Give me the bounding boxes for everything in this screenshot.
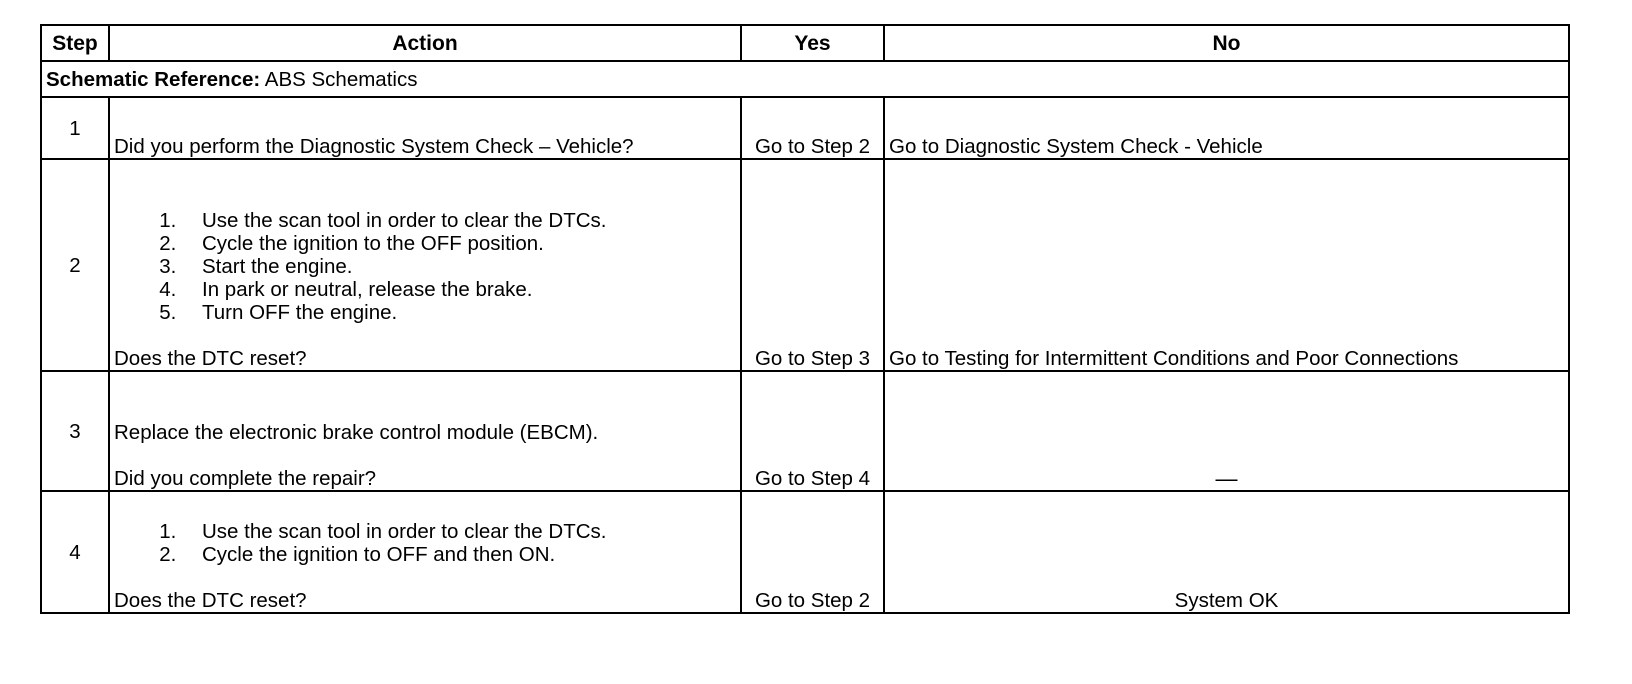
- action-step-list: Use the scan tool in order to clear the …: [114, 520, 736, 566]
- list-item: Use the scan tool in order to clear the …: [182, 209, 736, 232]
- step-number: 1: [40, 96, 110, 160]
- no-cell: Go to Testing for Intermittent Condition…: [883, 158, 1570, 372]
- action-question: Did you perform the Diagnostic System Ch…: [114, 135, 634, 158]
- list-item: Cycle the ignition to the OFF position.: [182, 232, 736, 255]
- header-yes: Yes: [740, 24, 885, 62]
- list-item: Start the engine.: [182, 255, 736, 278]
- yes-cell: Go to Step 2: [740, 490, 885, 614]
- action-step-list: Use the scan tool in order to clear the …: [114, 209, 736, 324]
- schematic-reference-label: Schematic Reference:: [46, 67, 261, 91]
- action-instruction: Replace the electronic brake control mod…: [114, 421, 599, 444]
- yes-cell: Go to Step 4: [740, 370, 885, 492]
- table-row: 2 Use the scan tool in order to clear th…: [40, 158, 1570, 372]
- schematic-reference-cell: Schematic Reference: ABS Schematics: [40, 60, 1570, 98]
- step-number: 2: [40, 158, 110, 372]
- list-item: Turn OFF the engine.: [182, 301, 736, 324]
- no-cell: Go to Diagnostic System Check - Vehicle: [883, 96, 1570, 160]
- action-cell: Use the scan tool in order to clear the …: [108, 490, 742, 614]
- action-cell: Use the scan tool in order to clear the …: [108, 158, 742, 372]
- header-action: Action: [108, 24, 742, 62]
- yes-cell: Go to Step 3: [740, 158, 885, 372]
- header-step: Step: [40, 24, 110, 62]
- step-number: 4: [40, 490, 110, 614]
- table-row: 1 Did you perform the Diagnostic System …: [40, 96, 1570, 160]
- action-question: Does the DTC reset?: [114, 347, 307, 370]
- list-item: In park or neutral, release the brake.: [182, 278, 736, 301]
- list-item: Cycle the ignition to OFF and then ON.: [182, 543, 736, 566]
- action-cell: Did you perform the Diagnostic System Ch…: [108, 96, 742, 160]
- no-cell: System OK: [883, 490, 1570, 614]
- schematic-reference-value: ABS Schematics: [260, 67, 418, 91]
- diagnostic-table: Step Action Yes No Schematic Reference: …: [40, 24, 1570, 614]
- list-item: Use the scan tool in order to clear the …: [182, 520, 736, 543]
- table-row: 4 Use the scan tool in order to clear th…: [40, 490, 1570, 614]
- table-row: 3 Replace the electronic brake control m…: [40, 370, 1570, 492]
- step-number: 3: [40, 370, 110, 492]
- action-question: Did you complete the repair?: [114, 467, 377, 490]
- yes-cell: Go to Step 2: [740, 96, 885, 160]
- action-cell: Replace the electronic brake control mod…: [108, 370, 742, 492]
- action-question: Does the DTC reset?: [114, 589, 307, 612]
- schematic-reference-row: Schematic Reference: ABS Schematics: [40, 60, 1570, 98]
- header-row: Step Action Yes No: [40, 24, 1570, 62]
- no-cell: —: [883, 370, 1570, 492]
- header-no: No: [883, 24, 1570, 62]
